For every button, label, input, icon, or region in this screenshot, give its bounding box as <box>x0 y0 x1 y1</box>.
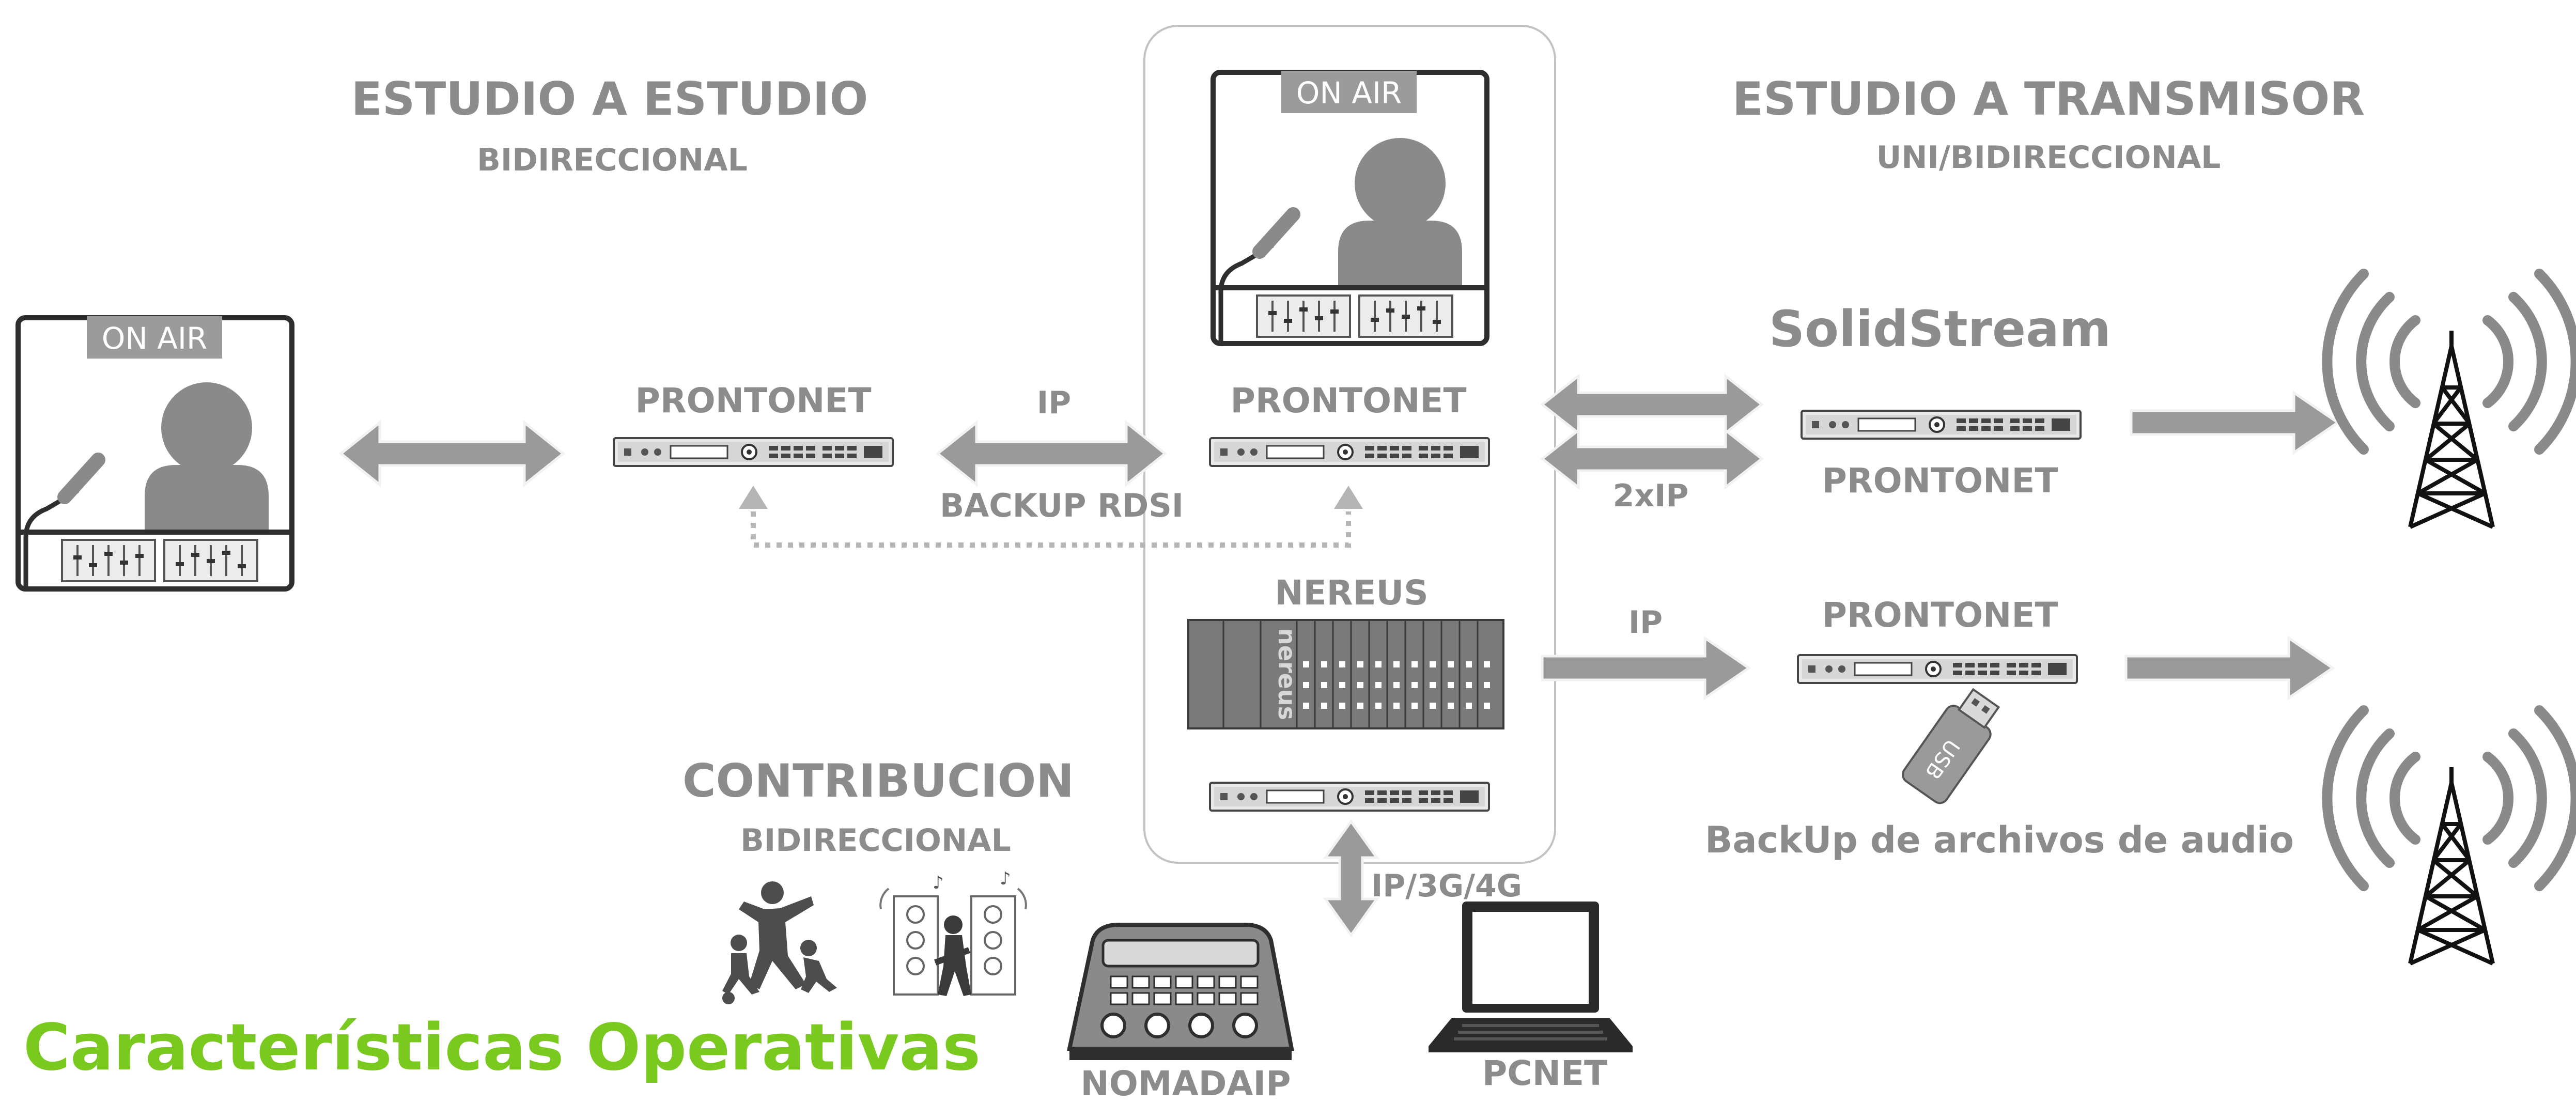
concert-speakers-icon: ♪ ♪ <box>879 868 1027 996</box>
link-arrow-ip-right <box>1541 635 1751 701</box>
link-arrow-2xip-bottom <box>1540 427 1764 490</box>
microphone-icon-left <box>57 453 105 504</box>
solidstream-label: SolidStream <box>1769 300 2111 358</box>
transmitter-tower-icon-bottom <box>2327 710 2575 964</box>
svg-text:♪: ♪ <box>933 873 944 893</box>
prontonet-right-bottom-label: PRONTONET <box>1822 595 2058 635</box>
mic-stand-left <box>23 489 79 586</box>
link-arrow-ip-top <box>935 420 1168 488</box>
backup-rdsi-path <box>739 486 1363 548</box>
section-title-estudio-a-transmisor: ESTUDIO A TRANSMISOR <box>1732 72 2365 126</box>
sports-players-icon <box>722 881 837 1004</box>
prontonet-right-bottom-device <box>1797 654 2078 684</box>
link-label-2xip: 2xIP <box>1613 478 1689 514</box>
studio-left: ON AIR <box>15 315 294 592</box>
studio-center: ON AIR <box>1211 70 1489 346</box>
svg-text:♪: ♪ <box>1000 868 1011 889</box>
person-icon-center <box>1355 138 1446 229</box>
prontonet-center-label: PRONTONET <box>1230 381 1466 421</box>
nereus-label: NEREUS <box>1275 573 1428 613</box>
link-label-ip-top: IP <box>1037 385 1071 421</box>
footer-title: Características Operativas <box>23 1011 981 1085</box>
nomadaip-device-icon <box>1067 923 1294 1060</box>
nereus-logo: nereus <box>1273 628 1301 720</box>
nomadaip-label: NOMADAIP <box>1081 1064 1291 1103</box>
link-arrow-to-tower-top <box>2130 390 2340 455</box>
section-title-contribucion: CONTRIBUCION <box>682 754 1074 807</box>
prontonet-right-top-device <box>1801 410 2082 440</box>
prontonet-right-top-label: PRONTONET <box>1822 461 2058 501</box>
audio-backup-note: BackUp de archivos de audio <box>1705 819 2294 861</box>
link-arrow-studio-left <box>338 420 566 488</box>
link-arrow-ip-3g-4g <box>1323 819 1379 938</box>
section-subtitle-estudio-a-transmisor: UNI/BIDIRECCIONAL <box>1876 139 2221 176</box>
prontonet-left-label: PRONTONET <box>635 381 871 421</box>
link-arrow-to-tower-bottom <box>2124 635 2335 701</box>
rack-unit-center-bottom <box>1209 782 1490 812</box>
on-air-sign-center: ON AIR <box>1296 75 1402 111</box>
link-arrow-2xip-top <box>1540 373 1764 436</box>
transmitter-tower-icon-top <box>2327 274 2575 527</box>
section-subtitle-contribucion: BIDIRECCIONAL <box>740 822 1011 859</box>
section-title-estudio-a-estudio: ESTUDIO A ESTUDIO <box>351 72 868 126</box>
usb-stick-icon: USB <box>1901 688 2000 804</box>
prontonet-center-device <box>1209 437 1490 467</box>
on-air-sign-left: ON AIR <box>102 321 208 356</box>
microphone-icon-center <box>1252 207 1300 259</box>
link-label-ip-right: IP <box>1628 604 1663 641</box>
laptop-icon <box>1429 902 1633 1052</box>
pcnet-label: PCNET <box>1482 1053 1607 1093</box>
prontonet-left-device <box>613 437 894 467</box>
person-icon-left <box>161 382 252 473</box>
link-label-ip-3g-4g: IP/3G/4G <box>1371 868 1522 904</box>
mic-stand-center <box>1218 243 1274 341</box>
section-subtitle-estudio-a-estudio: BIDIRECCIONAL <box>477 142 748 178</box>
link-label-backup-rdsi: BACKUP RDSI <box>940 487 1184 524</box>
nereus-rack-icon: nereus <box>1187 619 1504 729</box>
